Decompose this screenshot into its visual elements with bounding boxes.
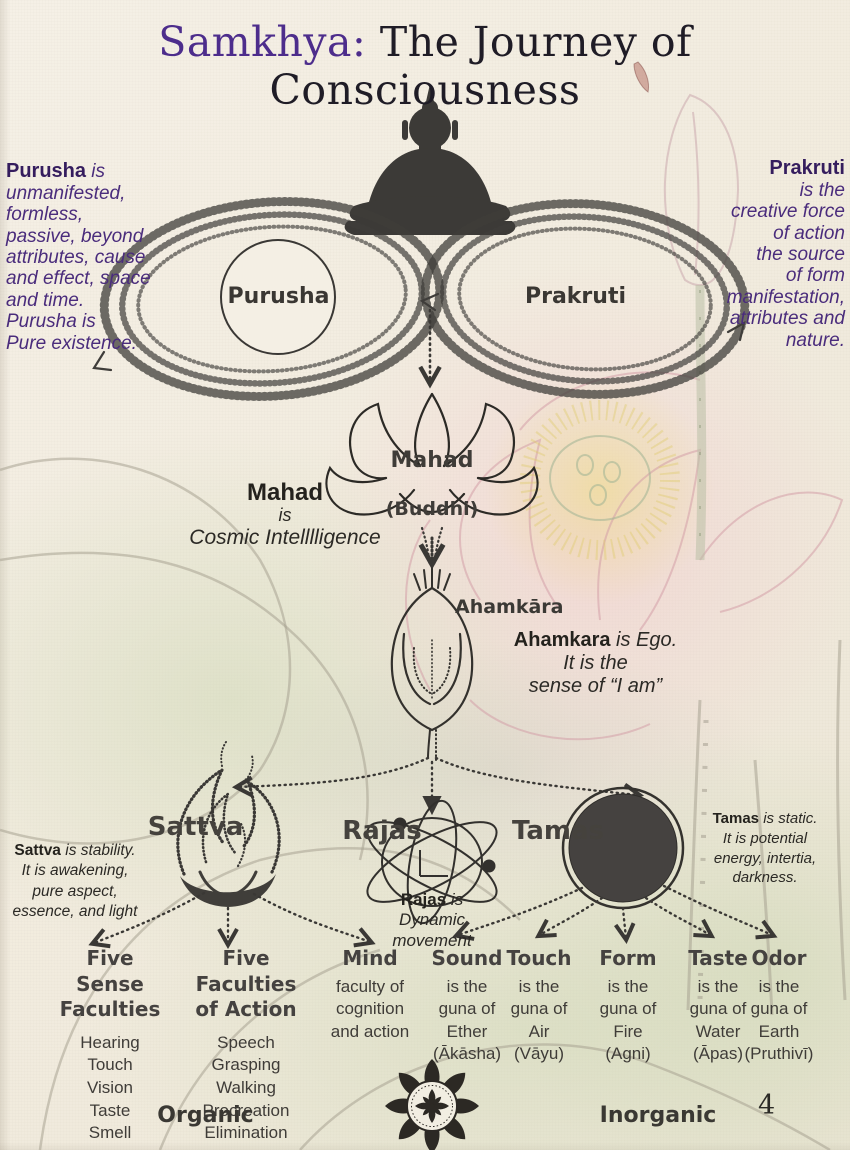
sattva-arrows (94, 891, 370, 943)
page-title: Samkhya: The Journey of Consciousness (0, 18, 850, 114)
ahamkara-note-lead: Ahamkara (513, 629, 611, 651)
prakruti-note-lead: Prakruti (769, 157, 845, 179)
mahad-note: Mahad is Cosmic Intelllligence (180, 479, 390, 550)
column-header: Taste (688, 946, 748, 970)
ahamkara-label: Ahamkāra (455, 596, 564, 618)
column-mind: Mind faculty of cognition and action (315, 946, 425, 1043)
column-touch: Touch is the guna of Air (Vāyu) (497, 946, 581, 1066)
sattva-note: Sattva is stability. It is awakening, pu… (0, 841, 150, 923)
flame-icon (176, 741, 281, 907)
column-odor: Odor is the guna of Earth (Pruthivī) (736, 946, 822, 1066)
purusha-note: Purusha is unmanifested, formless, passi… (6, 160, 178, 354)
page-title-accent: Samkhya: (158, 18, 380, 66)
sattva-note-body: It is awakening, pure aspect, essence, a… (12, 862, 138, 921)
dark-circle-icon (561, 786, 685, 910)
column-items: Speech Grasping Walking Procreation Elim… (202, 1032, 290, 1143)
purusha-label: Purusha (227, 284, 330, 309)
descent-funnel (422, 526, 442, 566)
rajas-label: Rajas (342, 816, 422, 846)
ahamkara-note: Ahamkara is Ego. It is the sense of “I a… (498, 629, 693, 698)
purusha-note-lead: Purusha (6, 160, 87, 182)
column-header: Sound (431, 946, 503, 970)
column-header: Five Sense Faculties (59, 946, 161, 1022)
page-title-rest: The Journey of Consciousness (269, 18, 692, 114)
ahamkara-note-body: It is the sense of “I am” (528, 652, 663, 697)
sattva-label: Sattva (147, 812, 244, 842)
column-five-sense-faculties: Five Sense Faculties Hearing Touch Visio… (30, 946, 190, 1145)
mahad-flower-label: Mahad (390, 448, 474, 473)
mahad-note-body: Cosmic Intelllligence (189, 526, 381, 550)
mandala-icon (385, 1059, 479, 1150)
column-header: Touch (506, 946, 572, 970)
bud-icon (390, 567, 474, 761)
organic-label: Organic (157, 1103, 254, 1128)
column-header: Form (599, 946, 657, 970)
tamas-note-lead-rest: is static. (759, 810, 818, 827)
prakruti-label: Prakruti (524, 284, 627, 309)
tamas-arrows (458, 884, 772, 938)
mahad-note-lead: Mahad (246, 479, 323, 506)
mahad-note-mid: is (278, 505, 292, 526)
column-taste: Taste is the guna of Water (Āpas) (680, 946, 756, 1066)
column-form: Form is the guna of Fire (Agni) (586, 946, 670, 1066)
column-items: is the guna of Earth (Pruthivī) (744, 976, 814, 1064)
column-sound: Sound is the guna of Ether (Ākāsha) (422, 946, 512, 1066)
column-header: Five Faculties of Action (195, 946, 297, 1022)
column-five-faculties-of-action: Five Faculties of Action Speech Grasping… (171, 946, 321, 1145)
tamas-note: Tamas is static. It is potential energy,… (686, 809, 844, 888)
lotus-line-art (405, 371, 844, 741)
column-header: Mind (342, 946, 398, 970)
page-number: 4 (758, 1090, 776, 1121)
rajas-note-body: Dynamic movement (392, 910, 472, 950)
prakruti-note-body: is the creative force of action the sour… (726, 179, 845, 351)
column-items: is the guna of Air (Vāyu) (510, 976, 568, 1064)
rajas-note-lead-rest: is (446, 890, 464, 909)
tamas-note-body: It is potential energy, intertia, darkne… (713, 829, 817, 887)
column-items: is the guna of Fire (Agni) (599, 976, 657, 1064)
tamas-note-lead: Tamas (712, 810, 760, 827)
prakruti-note: Prakruti is the creative force of action… (678, 157, 845, 351)
leaf-line-art (0, 457, 847, 1150)
column-header: Odor (751, 946, 807, 970)
lotus-flower-icon (325, 392, 539, 516)
column-items: is the guna of Water (Āpas) (689, 976, 747, 1064)
tamas-label: Tamas (511, 816, 605, 846)
guna-branches (238, 756, 638, 816)
atom-icon (366, 799, 498, 925)
rajas-note: Rajas is Dynamic movement (357, 890, 507, 951)
sattva-note-lead-rest: is stability. (60, 842, 136, 859)
column-items: faculty of cognition and action (330, 976, 410, 1041)
bud-line-art (633, 61, 740, 561)
inorganic-label: Inorganic (599, 1103, 717, 1128)
infinity-swirl (92, 197, 750, 401)
purusha-circle (220, 239, 336, 355)
ahamkara-note-lead-rest: is Ego. (610, 629, 678, 651)
purusha-note-body: unmanifested, formless, passive, beyond … (6, 182, 151, 354)
rajas-note-lead: Rajas (400, 890, 447, 909)
purusha-note-lead-rest: is (86, 161, 106, 182)
mahad-flower-sub-label: (Buddhi) (385, 498, 479, 520)
sattva-note-lead: Sattva (14, 842, 61, 859)
column-items: Hearing Touch Vision Taste Smell (80, 1032, 140, 1143)
column-items: is the guna of Ether (Ākāsha) (432, 976, 502, 1064)
